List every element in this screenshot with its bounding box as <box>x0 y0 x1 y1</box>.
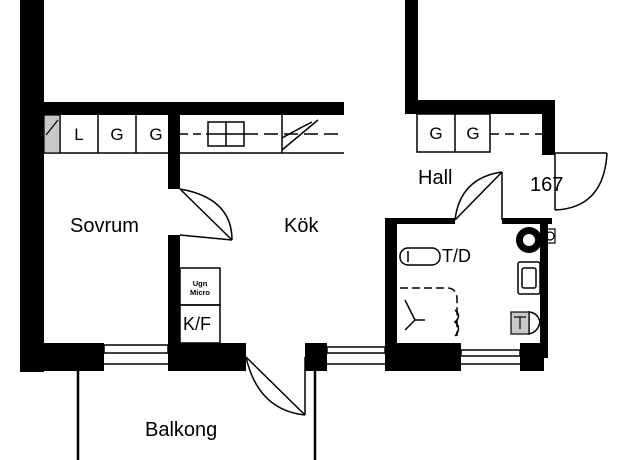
balcony-railing <box>76 371 317 460</box>
kitchen-cabinet-label: G <box>149 125 163 144</box>
floor-drain-inner <box>523 234 535 246</box>
room-label-kok: Kök <box>284 215 319 237</box>
microwave-label: Micro <box>189 288 210 297</box>
walls <box>20 0 555 372</box>
windows <box>103 344 521 365</box>
washer-dryer-label: T/D <box>442 246 471 266</box>
fridge-freezer-label: K/F <box>183 314 212 334</box>
room-label-hall: Hall <box>418 167 453 189</box>
oven-label: Ugn <box>192 279 208 288</box>
hall-cabinets <box>416 113 542 153</box>
room-label-balkong: Balkong <box>145 419 218 441</box>
hall-cabinet-label: G <box>429 124 443 143</box>
ventilation-circle <box>545 231 555 241</box>
hall-cabinet-label: G <box>466 124 480 143</box>
ventilation-box <box>544 228 556 244</box>
doors <box>179 152 608 416</box>
appliance-boxes <box>179 267 221 344</box>
room-label-sovrum: Sovrum <box>70 215 139 237</box>
kitchen-cabinet-label: L <box>74 125 84 144</box>
bathroom-fixtures <box>399 247 541 337</box>
cabinet-hinge <box>45 119 59 136</box>
kitchen-cabinet-label: G <box>110 125 124 144</box>
apartment-number: 167 <box>530 174 564 196</box>
kitchen-counter <box>44 115 344 154</box>
cabinet-tint <box>43 114 61 154</box>
